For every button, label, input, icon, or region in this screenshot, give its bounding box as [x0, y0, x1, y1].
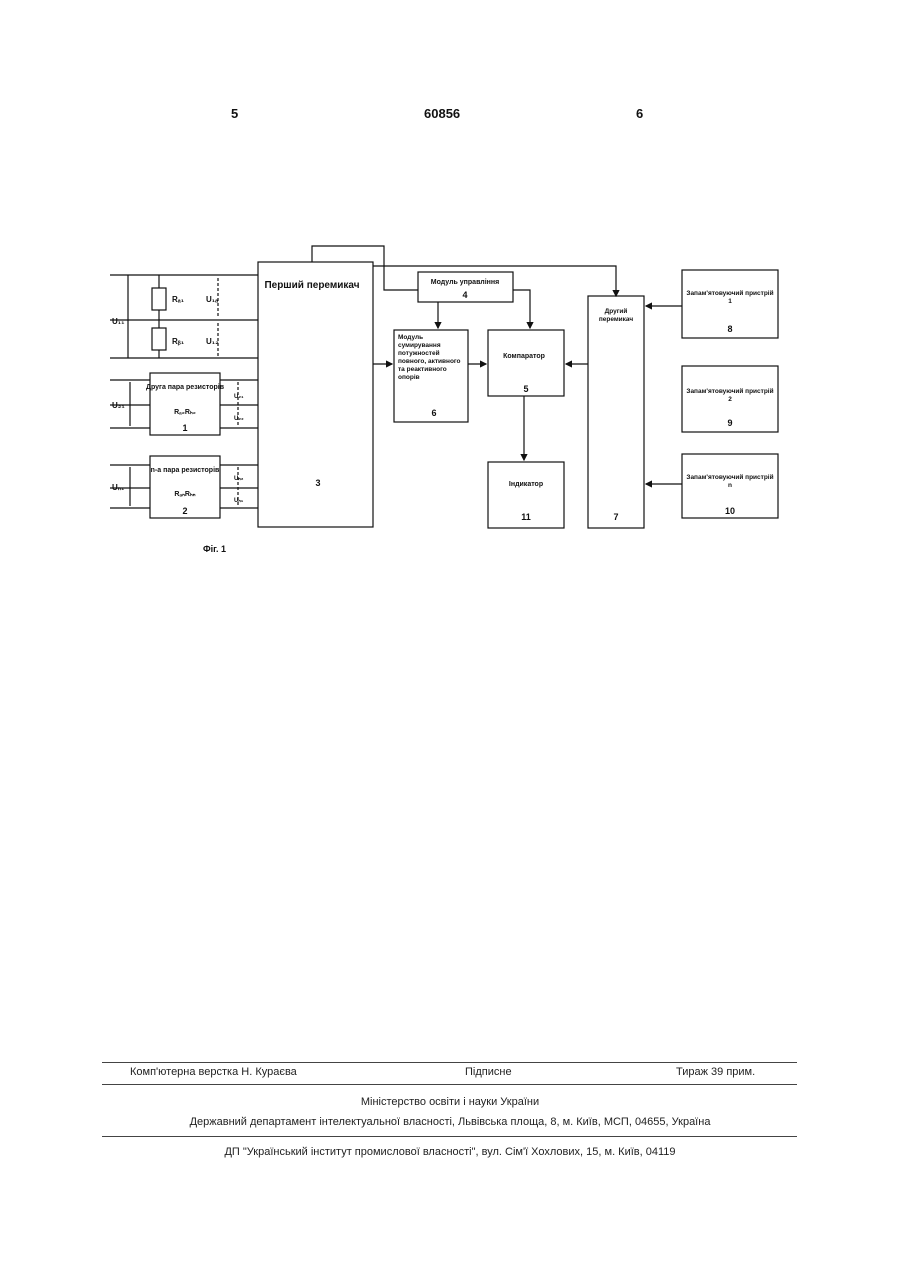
resistor-rb1 [152, 328, 166, 350]
footer-typesetting: Комп'ютерна верстка Н. Кураєва [130, 1066, 297, 1078]
footer-signed: Підписне [465, 1066, 512, 1078]
memory2-title: Запам'ятовуючий пристрій 2 [684, 388, 776, 404]
memory1-title: Запам'ятовуючий пристрій 1 [684, 290, 776, 306]
switch1-number: 3 [315, 478, 320, 488]
switch1-title: Перший перемикач [264, 280, 359, 291]
pair2-title: Друга пара резисторів [146, 383, 225, 391]
switch2-title: Другий перемикач [590, 308, 642, 324]
control-title: Модуль управління [431, 278, 499, 286]
comparator-number: 5 [523, 384, 528, 394]
footer-divider-middle [102, 1084, 797, 1085]
pairn-title: n-а пара резисторів [151, 466, 220, 474]
footer-circulation: Тираж 39 прим. [676, 1066, 755, 1078]
pairn-number: 2 [182, 506, 187, 516]
footer-ministry: Міністерство освіти і науки України [0, 1096, 900, 1108]
switch2-number: 7 [613, 512, 618, 522]
memoryn-number: 10 [725, 506, 735, 516]
memory2-number: 9 [727, 418, 732, 428]
block-diagram: U₁₁ Rₐ₁ U₁ₐ Rᵦ₁ U₁₂ U₂₁ U₂₁ U₂₂ Uₙ₁ Uₙ₂ … [0, 0, 900, 600]
footer-divider-bottom [102, 1136, 797, 1137]
figure-caption: Фіг. 1 [203, 544, 226, 554]
pair2-resistors: Rₐ₂Rₕ₂ [174, 409, 196, 416]
label-un2-right: Uₙ₂ [234, 476, 244, 482]
label-u12: U₁₂ [206, 337, 219, 346]
label-un1-right: Uₙ₁ [234, 498, 244, 504]
memory1-number: 8 [727, 324, 732, 334]
label-un1: Uₙ₁ [112, 483, 125, 492]
control-number: 4 [462, 290, 467, 300]
footer-divider-top [102, 1062, 797, 1063]
comparator-title: Компаратор [503, 353, 545, 360]
indicator-title: Індикатор [509, 481, 543, 488]
label-rb1: Rᵦ₁ [172, 337, 185, 346]
label-ra1: Rₐ₁ [172, 295, 185, 304]
pair2-number: 1 [182, 423, 187, 433]
summing-number: 6 [431, 408, 436, 418]
label-u21-right: U₂₁ [234, 394, 244, 400]
footer-department: Державний департамент інтелектуальної вл… [0, 1116, 900, 1128]
label-u21: U₂₁ [112, 401, 125, 410]
label-u11: U₁₁ [112, 317, 125, 326]
label-u1a: U₁ₐ [206, 295, 218, 304]
pairn-resistors: RₐₙRₕₙ [174, 491, 195, 498]
footer-institute: ДП "Український інститут промислової вла… [0, 1146, 900, 1158]
resistor-ra1 [152, 288, 166, 310]
label-u22-right: U₂₂ [234, 416, 244, 422]
memoryn-title: Запам'ятовуючий пристрій n [684, 474, 776, 490]
indicator-number: 11 [521, 512, 531, 522]
summing-title: Модуль сумирування потужностей повного, … [398, 334, 466, 382]
